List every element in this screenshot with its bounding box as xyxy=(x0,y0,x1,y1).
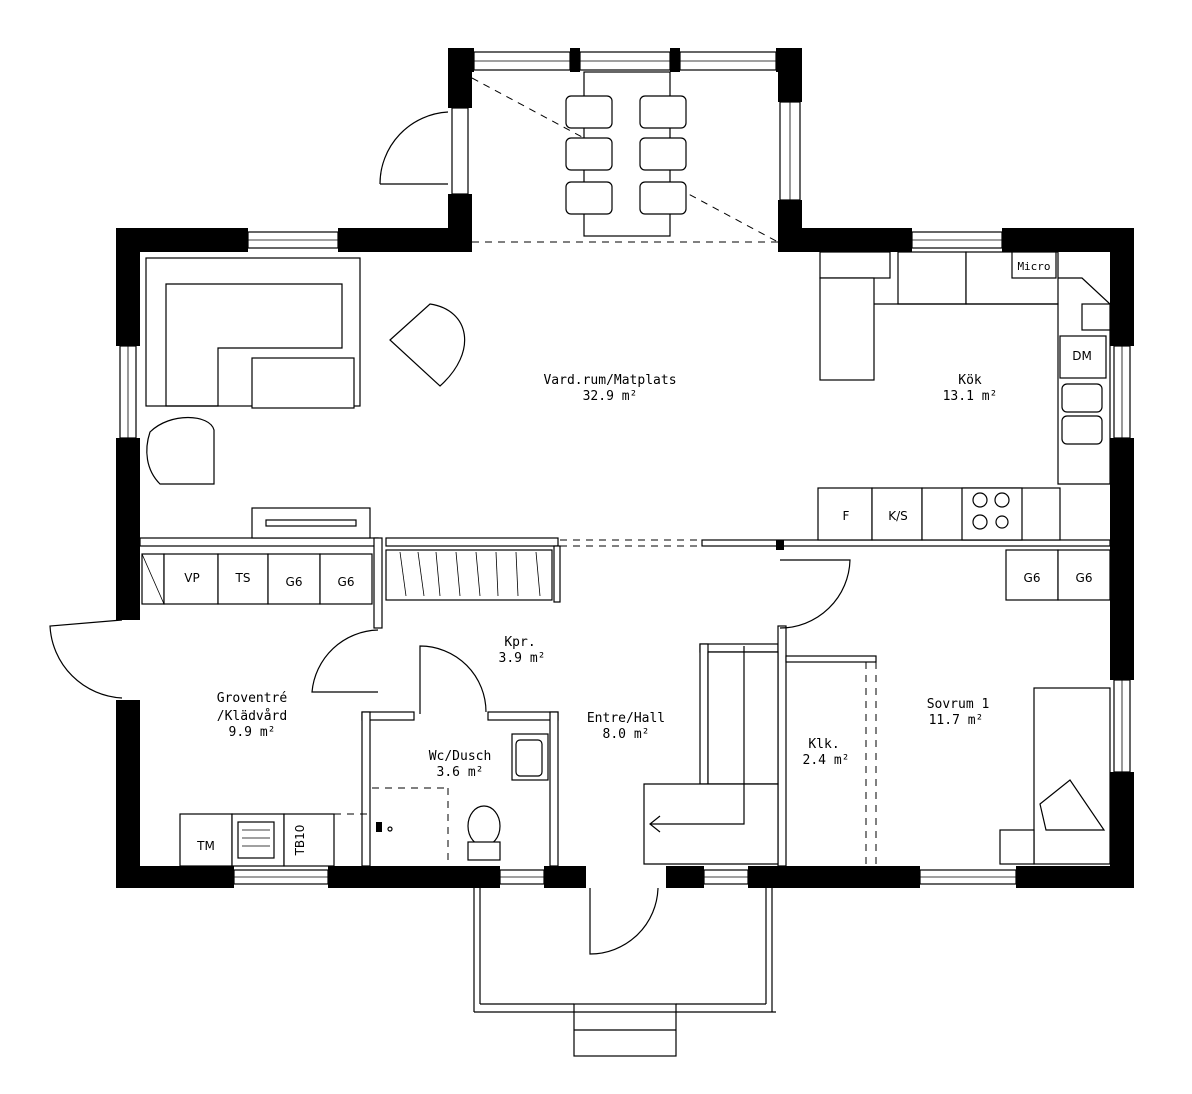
mudroom-name-line2: /Klädvård xyxy=(217,709,287,724)
dishwasher xyxy=(1059,335,1107,379)
tv-bench xyxy=(251,507,371,539)
walkin-name: Klk. xyxy=(808,737,839,752)
bathroom-area: 3.6 m² xyxy=(437,765,484,780)
tumble-dryer xyxy=(217,553,269,605)
laundry-counter xyxy=(179,813,370,867)
coffee-table xyxy=(251,357,355,409)
kitchen-name: Kök xyxy=(958,373,982,388)
g6-label: G6 xyxy=(1024,571,1041,585)
wardrobe xyxy=(385,549,553,601)
drying-cabinet xyxy=(283,813,335,867)
laundry-sink xyxy=(231,813,285,867)
bedroom-name: Sovrum 1 xyxy=(927,697,990,712)
bedroom-area: 11.7 m² xyxy=(929,713,984,728)
dining-chair xyxy=(565,181,613,215)
microwave xyxy=(1011,251,1057,279)
g6-label: G6 xyxy=(286,575,303,589)
room-labels: Vard.rum/Matplats 32.9 m² Kök 13.1 m² Kp… xyxy=(217,373,998,780)
dining-chair xyxy=(639,137,687,171)
armchair xyxy=(389,303,466,387)
mudroom-area: 9.9 m² xyxy=(229,725,276,740)
stove xyxy=(961,487,1023,541)
tb10-label: TB10 xyxy=(293,825,307,857)
wardrobe-g6 xyxy=(1005,549,1059,601)
f-label: F xyxy=(843,509,850,523)
closet-hall-area: 3.9 m² xyxy=(499,651,546,666)
dining-chair xyxy=(565,137,613,171)
micro-label: Micro xyxy=(1017,260,1050,273)
dining-chair xyxy=(565,95,613,129)
shower-tap-icon xyxy=(376,822,393,832)
windows xyxy=(119,51,1131,885)
hall-bench xyxy=(643,646,779,865)
porch xyxy=(473,888,776,1057)
armchair xyxy=(146,416,215,485)
bedside-table xyxy=(999,829,1035,865)
closet-hall-name: Kpr. xyxy=(504,635,535,650)
dining-chair xyxy=(639,181,687,215)
storage-row xyxy=(141,553,373,605)
dining-set xyxy=(565,71,687,237)
sink-basin xyxy=(1061,383,1103,413)
bathroom-fixtures xyxy=(372,733,549,866)
walkin-area: 2.4 m² xyxy=(803,753,850,768)
ks-label: K/S xyxy=(888,509,908,523)
kitchen-cabinets xyxy=(817,251,1111,541)
dining-chair xyxy=(639,95,687,129)
bathroom-name: Wc/Dusch xyxy=(429,749,492,764)
toilet xyxy=(467,805,501,861)
entrance-name: Entre/Hall xyxy=(587,711,665,726)
mudroom-name-line1: Groventré xyxy=(217,691,288,706)
kitchen-area: 13.1 m² xyxy=(943,389,998,404)
wardrobe-g6 xyxy=(1057,549,1111,601)
exterior-walls xyxy=(116,48,1134,888)
entrance-area: 8.0 m² xyxy=(603,727,650,742)
living-room-name: Vard.rum/Matplats xyxy=(543,373,676,388)
ts-label: TS xyxy=(235,571,251,585)
g6-label: G6 xyxy=(1076,571,1093,585)
fixture-labels: Micro DM F K/S VP TS G6 G6 G6 G6 TM TB10 xyxy=(184,260,1092,856)
walkin-shelves xyxy=(865,662,877,864)
washing-machine xyxy=(179,813,233,867)
bed xyxy=(999,687,1111,865)
fridge xyxy=(817,487,873,541)
interior-walls xyxy=(139,537,1111,867)
g6-label: G6 xyxy=(338,575,355,589)
vp-label: VP xyxy=(184,571,199,585)
dm-label: DM xyxy=(1072,349,1092,363)
living-room-area: 32.9 m² xyxy=(583,389,638,404)
tm-label: TM xyxy=(196,839,215,853)
sink-basin xyxy=(1061,415,1103,445)
